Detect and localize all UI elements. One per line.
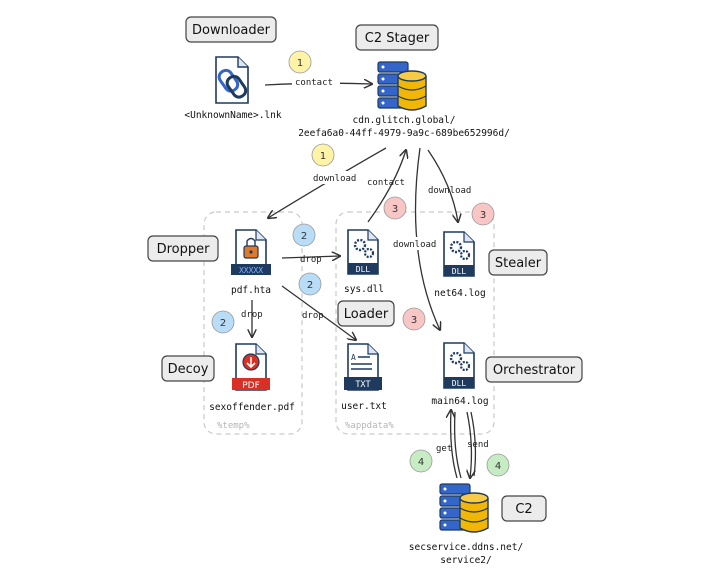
svg-text:2: 2 (301, 231, 307, 242)
edge-label-download: download (313, 174, 356, 184)
step-1-contact: 1 (288, 50, 312, 74)
caption-stager-url-2: 2eefa6a0-44ff-4979-9a9c-689be652996d/ (298, 128, 510, 139)
main64-log-file-icon: DLL (443, 342, 475, 389)
svg-text:2: 2 (220, 318, 226, 329)
svg-text:A: A (351, 353, 356, 362)
node-captions: <UnknownName>.lnk cdn.glitch.global/ 2ee… (184, 110, 523, 566)
edge-labels: contact download contact download downlo… (241, 75, 489, 454)
label-c2-stager: C2 Stager (355, 24, 439, 51)
edge-label-drop-sys: drop (300, 255, 322, 265)
temp-folder-region (203, 211, 303, 435)
edge-label-send: send (467, 440, 489, 450)
svg-text:Stealer: Stealer (495, 256, 542, 271)
svg-text:1: 1 (320, 151, 326, 162)
hta-file-icon: XXXXX (231, 229, 271, 275)
svg-text:Decoy: Decoy (168, 362, 209, 377)
svg-text:1: 1 (297, 58, 303, 69)
caption-user-txt: user.txt (341, 401, 387, 412)
appdata-folder-label: %appdata% (345, 421, 394, 431)
step-3-contact: 3 (383, 196, 407, 220)
hta-icon-text: XXXXX (239, 266, 263, 275)
edge-orchestrator-to-c2-send-b (470, 411, 477, 477)
step-3-stealer: 3 (471, 202, 495, 226)
edge-label-download-stealer: download (428, 186, 471, 196)
svg-text:3: 3 (411, 315, 417, 326)
svg-text:DLL: DLL (452, 379, 467, 388)
svg-text:4: 4 (495, 461, 501, 472)
caption-stager-url-1: cdn.glitch.global/ (353, 115, 456, 126)
caption-c2-url-2: service2/ (440, 555, 491, 566)
label-loader: Loader (337, 300, 395, 327)
caption-main64-log: main64.log (431, 396, 488, 407)
svg-text:DLL: DLL (356, 265, 371, 274)
svg-text:Downloader: Downloader (192, 23, 271, 38)
caption-c2-url-1: secservice.ddns.net/ (409, 542, 523, 553)
lnk-file-icon (215, 56, 249, 104)
label-orchestrator: Orchestrator (485, 356, 583, 383)
role-labels: Downloader C2 Stager Dropper Loader Stea… (147, 16, 583, 522)
step-2-drop-sys: 2 (292, 223, 316, 247)
svg-text:PDF: PDF (242, 381, 260, 391)
step-2-drop-pdf: 2 (211, 310, 235, 334)
svg-text:Loader: Loader (344, 307, 389, 322)
txt-file-icon: A TXT (344, 343, 382, 391)
edge-label-download-orch: download (393, 240, 436, 250)
caption-net64-log: net64.log (434, 288, 485, 299)
c2-stager-database-icon (377, 61, 427, 111)
label-decoy: Decoy (161, 355, 215, 382)
step-markers: 1 1 2 2 2 3 3 3 4 4 (211, 50, 510, 477)
label-c2: C2 (501, 495, 547, 522)
svg-text:4: 4 (418, 457, 424, 468)
edge-dll-to-stager (367, 150, 406, 223)
edge-label-drop-pdf: drop (241, 310, 263, 320)
edge-c2-to-orchestrator-get-a (451, 410, 458, 479)
c2-database-icon (439, 483, 489, 533)
label-dropper: Dropper (147, 235, 219, 262)
edges (252, 83, 477, 479)
edge-hta-to-dll (281, 256, 340, 258)
edge-label-contact: contact (295, 78, 333, 88)
edge-hta-to-txt (281, 285, 356, 340)
edge-stager-to-stealer (427, 149, 458, 222)
label-stealer: Stealer (488, 249, 548, 276)
svg-text:C2 Stager: C2 Stager (365, 31, 430, 46)
step-4-get: 4 (409, 449, 433, 473)
svg-text:2: 2 (307, 280, 313, 291)
edge-label-drop-txt: drop (302, 311, 324, 321)
step-4-send: 4 (486, 453, 510, 477)
caption-lnk: <UnknownName>.lnk (184, 110, 282, 121)
edge-orchestrator-to-c2-send-a (467, 411, 471, 478)
svg-text:TXT: TXT (355, 380, 370, 390)
svg-text:3: 3 (392, 204, 398, 215)
sys-dll-file-icon: DLL (347, 229, 379, 275)
svg-text:3: 3 (480, 210, 486, 221)
svg-text:DLL: DLL (452, 267, 467, 276)
svg-text:C2: C2 (515, 502, 532, 517)
net64-log-file-icon: DLL (443, 231, 475, 277)
svg-text:Orchestrator: Orchestrator (493, 363, 576, 378)
caption-sexoffender-pdf: sexoffender.pdf (209, 402, 295, 413)
edge-c2-to-orchestrator-get-b (453, 411, 462, 479)
caption-sys-dll: sys.dll (344, 284, 384, 295)
label-downloader: Downloader (185, 16, 277, 43)
edge-label-contact2: contact (367, 178, 405, 188)
step-3-orchestrator: 3 (402, 307, 426, 331)
svg-text:Dropper: Dropper (157, 242, 211, 257)
temp-folder-label: %temp% (217, 421, 250, 431)
edge-label-get: get (436, 444, 452, 454)
step-2-drop-txt: 2 (298, 272, 322, 296)
pdf-file-icon: PDF (232, 343, 270, 391)
step-1-download: 1 (311, 143, 335, 167)
caption-pdf-hta: pdf.hta (231, 285, 271, 296)
